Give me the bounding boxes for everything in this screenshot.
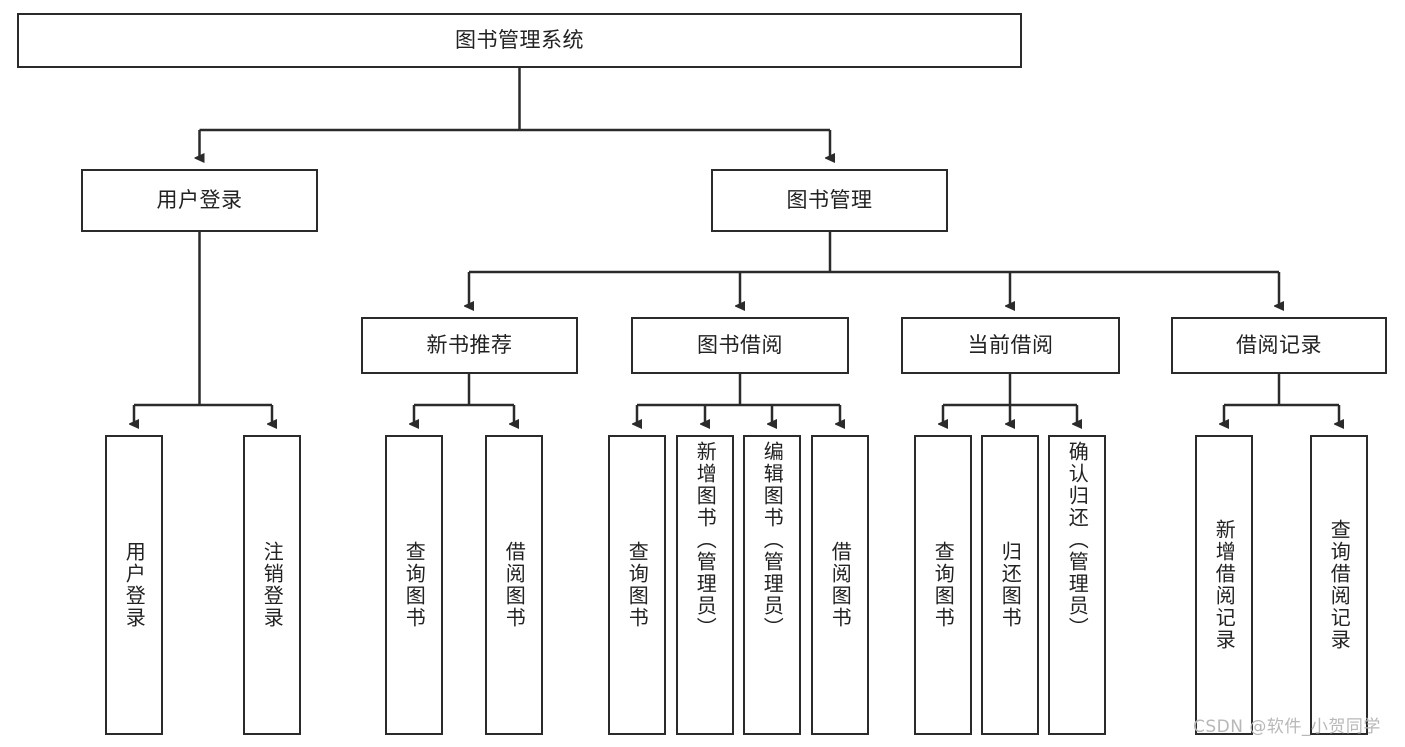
node-leaf-query-book-1-label: 查询图书 [402, 541, 427, 629]
node-leaf-confirm-return-label: 确认归还（管理员） [1065, 441, 1090, 639]
node-leaf-query-book-3[interactable]: 查询图书 [914, 435, 972, 735]
node-leaf-borrow-book-2-label: 借阅图书 [828, 541, 853, 629]
node-leaf-borrow-book-1-label: 借阅图书 [502, 541, 527, 629]
node-root-label: 图书管理系统 [455, 27, 584, 52]
node-leaf-logout[interactable]: 注销登录 [243, 435, 301, 735]
node-leaf-query-book-2[interactable]: 查询图书 [608, 435, 666, 735]
node-leaf-add-book-label: 新增图书（管理员） [693, 441, 718, 639]
node-leaf-user-login[interactable]: 用户登录 [105, 435, 163, 735]
node-leaf-add-record[interactable]: 新增借阅记录 [1195, 435, 1253, 735]
node-borrow-record[interactable]: 借阅记录 [1171, 317, 1387, 374]
node-leaf-query-record[interactable]: 查询借阅记录 [1310, 435, 1368, 735]
node-user-login-label: 用户登录 [156, 187, 243, 212]
node-leaf-query-record-label: 查询借阅记录 [1327, 519, 1352, 651]
node-current-borrow[interactable]: 当前借阅 [901, 317, 1120, 374]
node-book-borrow[interactable]: 图书借阅 [631, 317, 849, 374]
node-leaf-logout-label: 注销登录 [260, 541, 285, 629]
csdn-watermark: CSDN @软件_小贺同学 [1193, 717, 1381, 737]
node-leaf-edit-book[interactable]: 编辑图书（管理员） [743, 435, 801, 735]
node-leaf-add-book[interactable]: 新增图书（管理员） [676, 435, 734, 735]
node-leaf-return-book-label: 归还图书 [998, 541, 1023, 629]
node-leaf-user-login-label: 用户登录 [122, 541, 147, 629]
node-leaf-return-book[interactable]: 归还图书 [981, 435, 1039, 735]
node-leaf-query-book-1[interactable]: 查询图书 [385, 435, 443, 735]
node-book-manage-label: 图书管理 [786, 187, 873, 212]
node-new-book-rec-label: 新书推荐 [426, 332, 513, 357]
node-leaf-add-record-label: 新增借阅记录 [1212, 519, 1237, 651]
node-leaf-borrow-book-2[interactable]: 借阅图书 [811, 435, 869, 735]
node-current-borrow-label: 当前借阅 [967, 332, 1054, 357]
node-root[interactable]: 图书管理系统 [17, 13, 1022, 68]
node-borrow-record-label: 借阅记录 [1236, 332, 1322, 357]
node-new-book-rec[interactable]: 新书推荐 [361, 317, 578, 374]
node-leaf-query-book-2-label: 查询图书 [625, 541, 650, 629]
node-user-login[interactable]: 用户登录 [81, 169, 318, 232]
node-leaf-confirm-return[interactable]: 确认归还（管理员） [1048, 435, 1106, 735]
node-book-borrow-label: 图书借阅 [697, 332, 783, 357]
node-leaf-borrow-book-1[interactable]: 借阅图书 [485, 435, 543, 735]
node-book-manage[interactable]: 图书管理 [711, 169, 948, 232]
node-leaf-edit-book-label: 编辑图书（管理员） [760, 441, 785, 639]
node-leaf-query-book-3-label: 查询图书 [931, 541, 956, 629]
